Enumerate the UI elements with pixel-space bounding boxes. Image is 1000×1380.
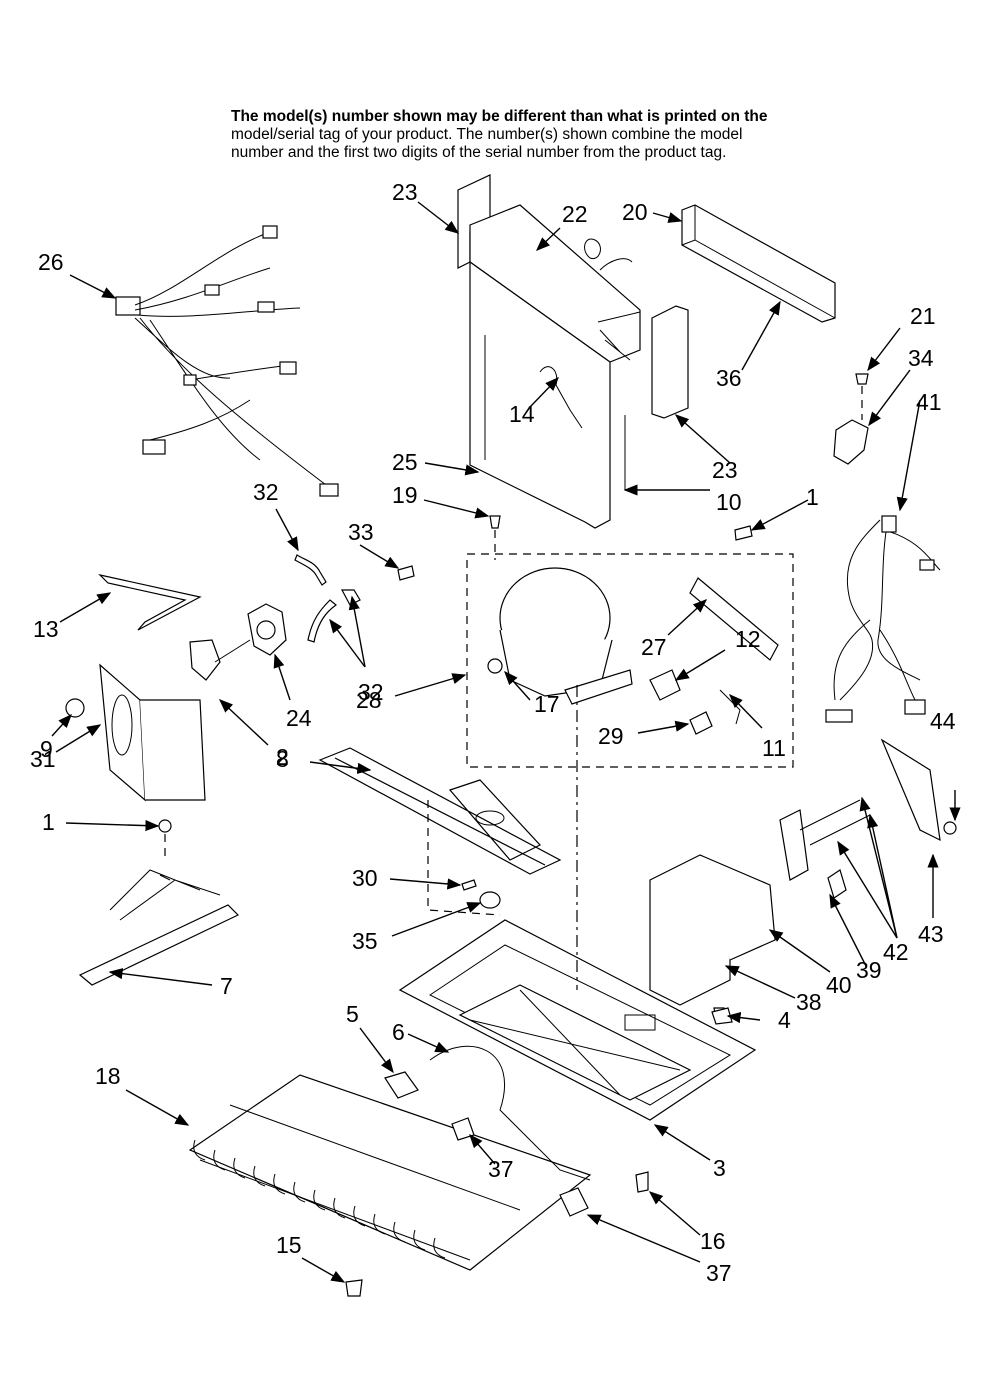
callout-1-upper: 1 [806,484,819,510]
callout-36: 36 [716,365,742,391]
callout-labels: 23 22 20 26 21 34 36 41 14 23 25 10 32 1… [30,179,956,1286]
callout-28: 28 [356,687,382,713]
header-line-1: The model(s) number shown may be differe… [231,108,768,125]
callout-43: 43 [918,921,944,947]
callout-3: 3 [713,1155,726,1181]
callout-11: 11 [762,735,786,761]
callout-17: 17 [534,691,560,717]
callout-18: 18 [95,1063,121,1089]
callout-31: 31 [30,746,56,772]
callout-8: 8 [276,746,289,772]
fan-shroud-part [65,663,206,802]
callout-15: 15 [276,1232,302,1258]
callout-38: 38 [796,989,822,1015]
callout-4: 4 [778,1007,791,1033]
callout-23-lower: 23 [712,457,738,483]
callout-2: 2 [276,744,289,770]
callout-25: 25 [392,449,418,475]
callout-30: 30 [352,865,378,891]
callout-35: 35 [352,928,378,954]
callout-27: 27 [641,634,667,660]
callout-19: 19 [392,482,418,508]
compressor-kit-box [466,553,794,768]
grommet-part [479,891,501,909]
fan-motor-part [189,603,287,681]
header-line-3: number and the first two digits of the s… [231,144,727,161]
callout-22: 22 [562,201,588,227]
callout-10: 10 [716,489,742,515]
heater-part [78,819,240,986]
base-plate-part [398,919,757,1121]
callout-37-lower: 37 [706,1260,732,1286]
callout-5: 5 [346,1001,359,1027]
callout-26: 26 [38,249,64,275]
diagram-header-note: The model(s) number shown may be differe… [231,108,871,162]
callout-34: 34 [908,345,934,371]
callout-32-lower: 32 [358,679,384,705]
wire-harness-right-part [825,515,941,723]
callout-6: 6 [392,1019,405,1045]
gasket-part [98,573,202,631]
callout-12: 12 [735,626,761,652]
callout-7: 7 [220,973,233,999]
callout-23: 23 [392,179,418,205]
control-box-part [649,738,957,1021]
callout-40: 40 [826,972,852,998]
callout-44: 44 [930,708,956,734]
callout-39: 39 [856,957,882,983]
condenser-part [188,1045,592,1271]
callout-37-upper: 37 [488,1156,514,1182]
callout-20: 20 [622,199,648,225]
callout-16: 16 [700,1228,726,1254]
callout-42: 42 [883,939,909,965]
callout-32-upper: 32 [253,479,279,505]
callout-14: 14 [509,401,535,427]
callout-1-lower: 1 [42,809,55,835]
callout-9: 9 [40,736,53,762]
parts-drawings [65,174,957,1297]
compressor-part [487,567,779,735]
callout-33: 33 [348,519,374,545]
cover-part [681,204,836,323]
callout-29: 29 [598,723,624,749]
callout-41: 41 [916,389,942,415]
header-line-2: model/serial tag of your product. The nu… [231,126,743,143]
wiring-harness-part [115,225,339,497]
evaporator-assembly-part [457,174,689,529]
callout-24: 24 [286,705,312,731]
bracket-part [833,373,869,465]
callout-13: 13 [33,616,59,642]
leader-arrows [51,201,961,1283]
drain-pan-part [318,747,562,875]
callout-21: 21 [910,303,936,329]
hoses-part [294,554,415,643]
